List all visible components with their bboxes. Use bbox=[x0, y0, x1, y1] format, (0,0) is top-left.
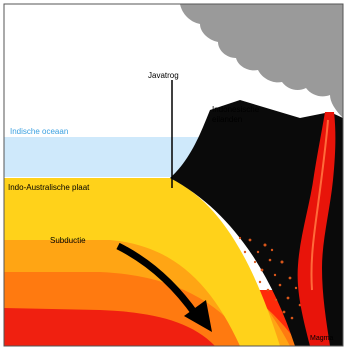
subduction-label: Subductie bbox=[50, 236, 86, 245]
trench-label: Javatrog bbox=[148, 71, 179, 80]
ocean-label: Indische oceaan bbox=[10, 127, 68, 136]
islands-label-line2: eilanden bbox=[212, 115, 242, 124]
plate-label: Indo-Australische plaat bbox=[8, 183, 90, 192]
islands-label-line1: Indonesische bbox=[212, 105, 260, 114]
magma-label: Magma bbox=[310, 335, 333, 342]
ocean-water bbox=[4, 137, 204, 177]
